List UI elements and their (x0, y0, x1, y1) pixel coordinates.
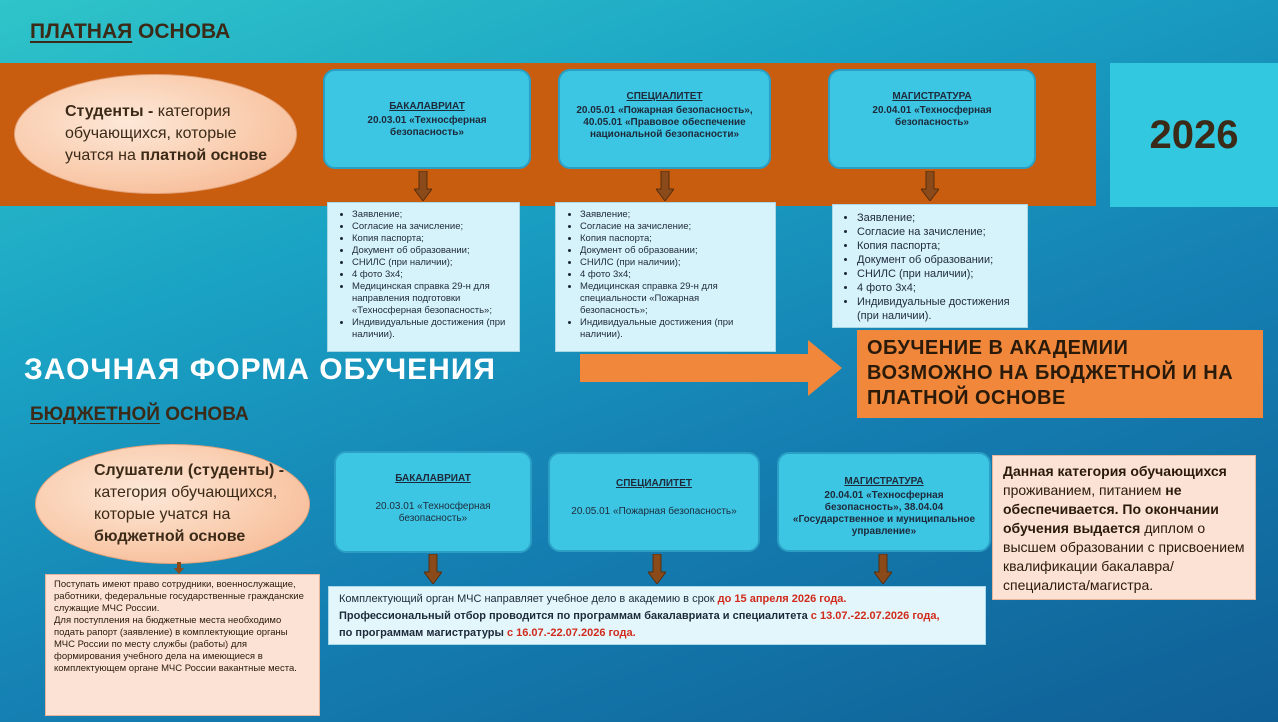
paid-specialist-text: 20.05.01 «Пожарная безопасность», 40.05.… (576, 105, 753, 140)
process-line1: Комплектующий орган МЧС направляет учебн… (339, 591, 975, 608)
list-item: Индивидуальные достижения (при наличии). (857, 295, 1019, 323)
budget-bachelor-text: 20.03.01 «Техносферная безопасность» (375, 501, 491, 524)
list-item: Согласие на зачисление; (352, 221, 511, 233)
list-item: СНИЛС (при наличии); (580, 257, 767, 269)
paid-master-text: 20.04.01 «Техносферная безопасность» (872, 105, 992, 128)
budget-specialist-title: СПЕЦИАЛИТЕТ (615, 478, 692, 489)
form-title: ЗАОЧНАЯ ФОРМА ОБУЧЕНИЯ (24, 353, 496, 386)
down-arrow-icon (414, 171, 432, 201)
budget-rights-text: Поступать имеют право сотрудники, военно… (54, 579, 304, 614)
down-arrow-icon (648, 554, 666, 584)
list-item: Документ об образовании; (580, 245, 767, 257)
academy-note-text: ОБУЧЕНИЕ В АКАДЕМИИ ВОЗМОЖНО НА БЮДЖЕТНО… (867, 337, 1234, 409)
list-item: Согласие на зачисление; (857, 225, 1019, 239)
paid-oval-text: Студенты - категория обучающихся, которы… (65, 101, 276, 167)
list-item: 4 фото 3х4; (857, 281, 1019, 295)
list-item: СНИЛС (при наличии); (857, 267, 1019, 281)
list-item: Индивидуальные достижения (при наличии). (580, 317, 767, 341)
process-line3-dates: с 16.07.-22.07.2026 года. (506, 627, 636, 639)
list-item: Заявление; (857, 211, 1019, 225)
down-arrow-icon (874, 554, 892, 584)
paid-bachelor-title: БАКАЛАВРИАТ (389, 101, 465, 112)
budget-specialist-text: 20.05.01 «Пожарная безопасность» (571, 506, 737, 517)
list-item: Заявление; (580, 209, 767, 221)
process-line3: по программам магистратуры с 16.07.-22.0… (339, 625, 975, 642)
budget-oval-text: Слушатели (студенты) - категория обучающ… (94, 460, 295, 548)
paid-bachelor-text: 20.03.01 «Техносферная безопасность» (367, 115, 487, 138)
list-item: Документ об образовании; (352, 245, 511, 257)
budget-heading-underlined: БЮДЖЕТНОЙ (30, 404, 160, 425)
list-item: Копия паспорта; (857, 239, 1019, 253)
budget-program-specialist: СПЕЦИАЛИТЕТ 20.05.01 «Пожарная безопасно… (548, 452, 760, 552)
note-bold1: Данная категория обучающихся (1003, 463, 1227, 479)
list-item: Медицинская справка 29-н для специальнос… (580, 281, 767, 317)
list-item: Согласие на зачисление; (580, 221, 767, 233)
process-line2: Профессиональный отбор проводится по про… (339, 608, 975, 625)
paid-master-title: МАГИСТРАТУРА (892, 91, 972, 102)
budget-note-box: Данная категория обучающихся проживанием… (992, 455, 1256, 600)
list-item: Заявление; (352, 209, 511, 221)
paid-program-specialist: СПЕЦИАЛИТЕТ 20.05.01 «Пожарная безопасно… (558, 69, 771, 169)
down-arrow-icon (656, 171, 674, 201)
right-arrow-icon (580, 340, 842, 396)
list-item: 4 фото 3х4; (580, 269, 767, 281)
paid-heading: ПЛАТНАЯ ОСНОВА (30, 20, 230, 44)
academy-note: ОБУЧЕНИЕ В АКАДЕМИИ ВОЗМОЖНО НА БЮДЖЕТНО… (857, 330, 1263, 418)
paid-bachelor-docs-list: Заявление; Согласие на зачисление; Копия… (327, 202, 520, 352)
paid-heading-rest: ОСНОВА (132, 20, 231, 43)
paid-students-oval: Студенты - категория обучающихся, которы… (14, 74, 297, 194)
process-line1-text: Комплектующий орган МЧС направляет учебн… (339, 593, 718, 605)
note-bold2: не обеспечивается. По окончании обучения… (1003, 482, 1219, 536)
paid-program-bachelor: БАКАЛАВРИАТ 20.03.01 «Техносферная безоп… (323, 69, 531, 169)
year-label: 2026 (1149, 112, 1239, 157)
list-item: Индивидуальные достижения (при наличии). (352, 317, 511, 341)
paid-master-docs-list: Заявление; Согласие на зачисление; Копия… (832, 204, 1028, 328)
list-item: Медицинская справка 29-н для направления… (352, 281, 511, 317)
budget-rights-text2: Для поступления на бюджетные места необх… (54, 615, 297, 674)
down-arrow-icon (921, 171, 939, 201)
list-item: Документ об образовании; (857, 253, 1019, 267)
budget-heading-rest: ОСНОВА (159, 404, 249, 425)
list-item: Копия паспорта; (580, 233, 767, 245)
budget-master-text: 20.04.01 «Техносферная безопасность», 38… (792, 490, 976, 537)
budget-process-box: Комплектующий орган МЧС направляет учебн… (328, 586, 986, 645)
paid-oval-bold2: платной основе (140, 147, 268, 164)
note-text2: диплом о высшем образовании с присвоение… (1003, 520, 1245, 593)
paid-heading-underlined: ПЛАТНАЯ (30, 20, 133, 43)
budget-students-oval: Слушатели (студенты) - категория обучающ… (35, 444, 310, 564)
budget-oval-bold2: бюджетной основе (94, 528, 246, 545)
budget-program-master: МАГИСТРАТУРА 20.04.01 «Техносферная безо… (777, 452, 991, 552)
paid-specialist-docs-list: Заявление; Согласие на зачисление; Копия… (555, 202, 776, 352)
budget-oval-bold1: Слушатели (студенты) - (94, 462, 285, 479)
budget-oval-text1: категория обучающихся, которые учатся на (94, 484, 278, 523)
down-arrow-icon (424, 554, 442, 584)
budget-rights-box: Поступать имеют право сотрудники, военно… (45, 574, 320, 716)
process-line1-deadline: до 15 апреля 2026 года. (717, 593, 847, 605)
paid-specialist-title: СПЕЦИАЛИТЕТ (626, 91, 703, 102)
budget-program-bachelor: БАКАЛАВРИАТ 20.03.01 «Техносферная безоп… (334, 451, 532, 553)
list-item: СНИЛС (при наличии); (352, 257, 511, 269)
paid-oval-text1: категория обучающихся, которые учатся на (65, 103, 237, 164)
year-box: 2026 (1110, 63, 1278, 207)
small-arrow-icon (174, 562, 184, 574)
budget-bachelor-title: БАКАЛАВРИАТ (395, 473, 471, 484)
process-line2-text: Профессиональный отбор проводится по про… (339, 610, 811, 622)
list-item: 4 фото 3х4; (352, 269, 511, 281)
budget-master-title: МАГИСТРАТУРА (844, 476, 924, 487)
paid-oval-bold1: Студенты - (65, 103, 154, 120)
note-text1: проживанием, питанием (1003, 482, 1166, 498)
process-line2-dates: с 13.07.-22.07.2026 года, (810, 610, 940, 622)
process-line3-text: по программам магистратуры (339, 627, 507, 639)
list-item: Копия паспорта; (352, 233, 511, 245)
paid-program-master: МАГИСТРАТУРА 20.04.01 «Техносферная безо… (828, 69, 1036, 169)
budget-heading: БЮДЖЕТНОЙ ОСНОВА (30, 404, 249, 426)
